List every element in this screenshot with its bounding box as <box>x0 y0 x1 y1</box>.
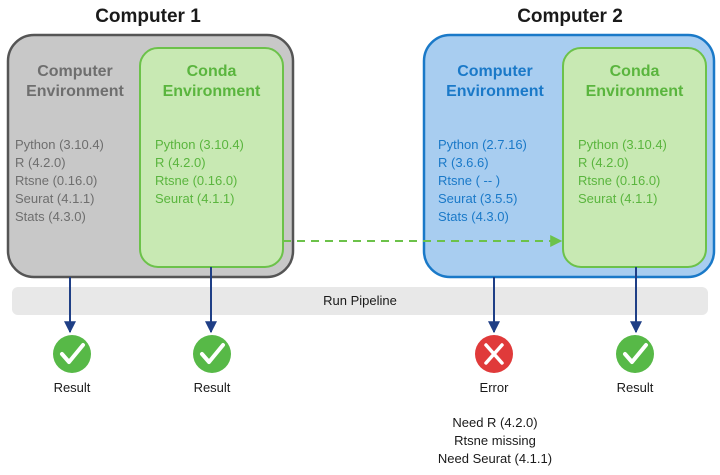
package-item: Python (2.7.16) <box>438 137 527 152</box>
computer-2-package-list: Python (2.7.16) R (3.6.6) Rtsne ( -- ) S… <box>438 136 527 226</box>
check-icon <box>616 335 654 373</box>
computer-2-conda-box <box>562 47 707 268</box>
package-item: R (3.6.6) <box>438 155 489 170</box>
computer-2-title: Computer 2 <box>517 6 623 27</box>
computer-2-conda-title: Conda Environment <box>563 62 706 102</box>
env-title-line: Computer <box>457 63 533 80</box>
package-item: Stats (4.3.0) <box>15 209 86 224</box>
outcome-label: Error <box>479 380 509 395</box>
error-notes: Need R (4.2.0) Rtsne missing Need Seurat… <box>400 414 590 468</box>
package-item: R (4.2.0) <box>155 155 206 170</box>
package-item: Rtsne (0.16.0) <box>155 173 238 188</box>
computer-2-conda-package-list: Python (3.10.4) R (4.2.0) Rtsne (0.16.0)… <box>578 136 667 208</box>
computer-1-conda-package-list: Python (3.10.4) R (4.2.0) Rtsne (0.16.0)… <box>155 136 244 208</box>
x-error-icon <box>475 335 513 373</box>
outcome-label: Result <box>616 380 654 395</box>
outcome-label: Result <box>193 380 231 395</box>
run-pipeline-label: Run Pipeline <box>323 293 397 308</box>
package-item: Seurat (3.5.5) <box>438 191 518 206</box>
package-item: Python (3.10.4) <box>15 137 104 152</box>
package-item: Rtsne (0.16.0) <box>578 173 661 188</box>
package-item: Python (3.10.4) <box>155 137 244 152</box>
computer-1-environment-title: Computer Environment <box>12 62 138 102</box>
package-item: R (4.2.0) <box>578 155 629 170</box>
env-title-line: Environment <box>585 83 684 100</box>
computer-2-environment-title: Computer Environment <box>432 62 558 102</box>
env-title-line: Computer <box>37 63 113 80</box>
env-title-line: Environment <box>446 83 544 100</box>
env-title-line: Conda <box>186 63 237 80</box>
package-item: Python (3.10.4) <box>578 137 667 152</box>
package-item: Stats (4.3.0) <box>438 209 509 224</box>
error-note: Need R (4.2.0) <box>452 415 538 430</box>
package-item: Seurat (4.1.1) <box>578 191 658 206</box>
check-icon <box>53 335 91 373</box>
outcome-label: Result <box>53 380 91 395</box>
computer-1-conda-title: Conda Environment <box>140 62 283 102</box>
computer-1-package-list: Python (3.10.4) R (4.2.0) Rtsne (0.16.0)… <box>15 136 104 226</box>
computer-1-title: Computer 1 <box>95 6 201 27</box>
check-icon <box>193 335 231 373</box>
error-note: Rtsne missing <box>454 433 536 448</box>
env-title-line: Environment <box>162 83 261 100</box>
env-title-line: Environment <box>26 83 124 100</box>
package-item: Rtsne ( -- ) <box>438 173 501 188</box>
package-item: R (4.2.0) <box>15 155 66 170</box>
run-pipeline-bar <box>12 287 708 315</box>
package-item: Seurat (4.1.1) <box>155 191 235 206</box>
env-title-line: Conda <box>609 63 660 80</box>
package-item: Rtsne (0.16.0) <box>15 173 98 188</box>
error-note: Need Seurat (4.1.1) <box>437 451 553 466</box>
package-item: Seurat (4.1.1) <box>15 191 95 206</box>
